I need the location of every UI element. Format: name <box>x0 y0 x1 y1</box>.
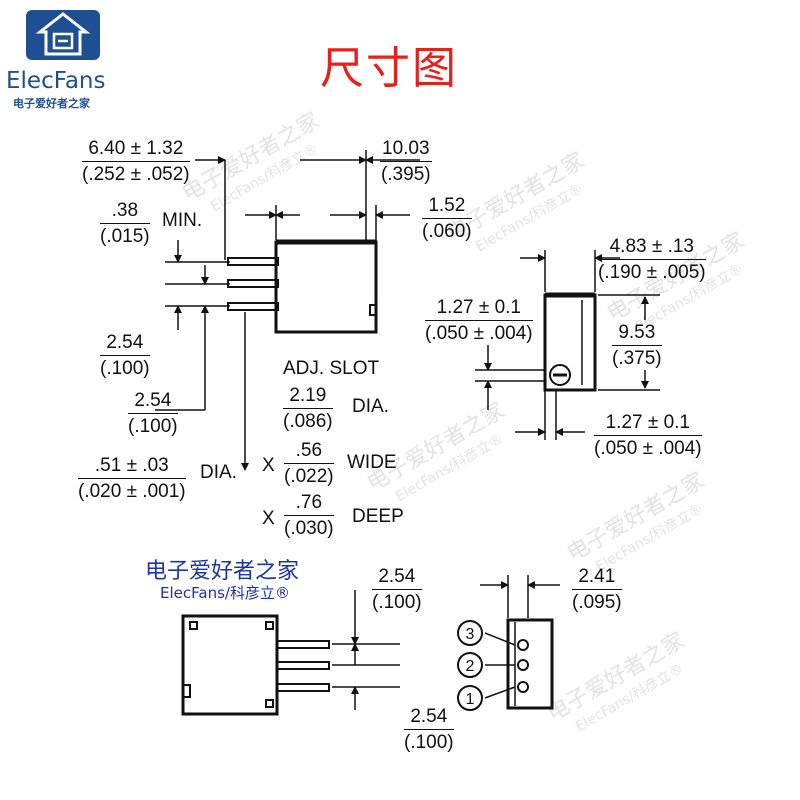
pin-1-number: 1 <box>466 691 475 708</box>
front-pitch1-dim: 2.54 (.100) <box>100 332 150 380</box>
side-bottom-dim: 1.27 ± 0.1 (.050 ± .004) <box>594 412 702 460</box>
front-depth-dim: 10.03 (.395) <box>380 138 432 186</box>
front-pitch2-dim: 2.54 (.100) <box>128 390 178 438</box>
front-pin-dia-dim: .51 ± .03 (.020 ± .001) <box>78 455 186 503</box>
dim-inch-value: (.252 ± .052) <box>82 164 190 185</box>
slot-wide-prefix: X <box>262 455 275 476</box>
pin-dia-label: DIA. <box>200 462 237 483</box>
dim-value: 6.40 ± 1.32 <box>82 138 190 162</box>
slot-deep-dim: .76 (.030) <box>284 492 334 540</box>
brand-english: ElecFans/科彦立® <box>160 584 290 602</box>
brand-chinese: 电子爱好者之家 <box>145 559 300 584</box>
pin-3-number: 3 <box>466 626 475 643</box>
page-title: 尺寸图 <box>320 43 458 94</box>
front-min-dim: .38 (.015) <box>100 200 150 248</box>
dim-inch-value: (.100) <box>100 358 150 379</box>
dim-value: 2.54 <box>128 390 178 414</box>
dim-value: .38 <box>100 200 150 224</box>
dim-inch-value: (.022) <box>284 466 334 487</box>
dim-value: 2.54 <box>372 566 422 590</box>
dim-value: 2.19 <box>283 385 333 409</box>
dim-value: 2.54 <box>404 706 454 730</box>
logo-text: ElecFans <box>6 68 106 94</box>
side-offset-dim: 1.27 ± 0.1 (.050 ± .004) <box>425 297 533 345</box>
dim-inch-value: (.100) <box>128 416 178 437</box>
dim-inch-value: (.020 ± .001) <box>78 481 186 502</box>
dim-value: .76 <box>284 492 334 516</box>
slot-deep-prefix: X <box>262 508 275 529</box>
dim-inch-value: (.100) <box>372 592 422 613</box>
pin-1-dot <box>517 681 529 693</box>
side-height-dim: 9.53 (.375) <box>612 322 662 370</box>
side-view-body <box>543 292 597 440</box>
pin-end-view <box>506 618 554 710</box>
pin-3-dot <box>517 639 529 651</box>
dim-value: 2.54 <box>100 332 150 356</box>
dim-inch-value: (.375) <box>612 348 662 369</box>
side-width-dim: 4.83 ± .13 (.190 ± .005) <box>598 236 706 284</box>
front-view-body <box>227 239 378 334</box>
pin-2-number: 2 <box>466 658 475 675</box>
pin-2-dot <box>517 659 529 671</box>
logo-icon <box>26 10 100 60</box>
dim-value: .56 <box>284 440 334 464</box>
bottom-pitch-bottom-dim: 2.54 (.100) <box>404 706 454 754</box>
dim-value: 1.52 <box>422 195 472 219</box>
logo-house-icon <box>35 12 91 56</box>
dim-value: .51 ± .03 <box>78 455 186 479</box>
slot-wide-dim: .56 (.022) <box>284 440 334 488</box>
dim-value: 4.83 ± .13 <box>598 236 706 260</box>
adj-slot-label: ADJ. SLOT <box>283 358 380 379</box>
dim-inch-value: (.395) <box>380 164 431 185</box>
front-slot-dim: 1.52 (.060) <box>422 195 472 243</box>
slot-wide-label: WIDE <box>347 452 397 473</box>
dim-inch-value: (.015) <box>100 226 150 247</box>
dim-inch-value: (.095) <box>572 592 622 613</box>
dim-inch-value: (.086) <box>283 411 333 432</box>
dim-value: 2.41 <box>572 566 622 590</box>
slot-deep-label: DEEP <box>352 506 404 527</box>
dim-value: 1.27 ± 0.1 <box>594 412 702 436</box>
dim-inch-value: (.100) <box>404 732 454 753</box>
front-width-dim: 6.40 ± 1.32 (.252 ± .052) <box>82 138 190 186</box>
pin-3-marker <box>457 620 483 646</box>
slot-dia-label: DIA. <box>352 396 389 417</box>
dim-value: 1.27 ± 0.1 <box>425 297 533 321</box>
bottom-row-dim: 2.41 (.095) <box>572 566 622 614</box>
pin-2-marker <box>457 652 483 678</box>
slot-dia-dim: 2.19 (.086) <box>283 385 333 433</box>
bottom-body-view <box>181 614 330 716</box>
min-label: MIN. <box>162 210 203 231</box>
dim-inch-value: (.030) <box>284 518 334 539</box>
pin-1-marker <box>457 685 483 711</box>
dim-inch-value: (.060) <box>422 221 472 242</box>
logo-subtitle: 电子爱好者之家 <box>13 97 90 110</box>
dim-inch-value: (.050 ± .004) <box>425 323 533 344</box>
dim-value: 9.53 <box>612 322 662 346</box>
dim-value: 10.03 <box>380 138 432 162</box>
bottom-pitch-top-dim: 2.54 (.100) <box>372 566 422 614</box>
dim-inch-value: (.190 ± .005) <box>598 262 706 283</box>
dim-inch-value: (.050 ± .004) <box>594 438 702 459</box>
